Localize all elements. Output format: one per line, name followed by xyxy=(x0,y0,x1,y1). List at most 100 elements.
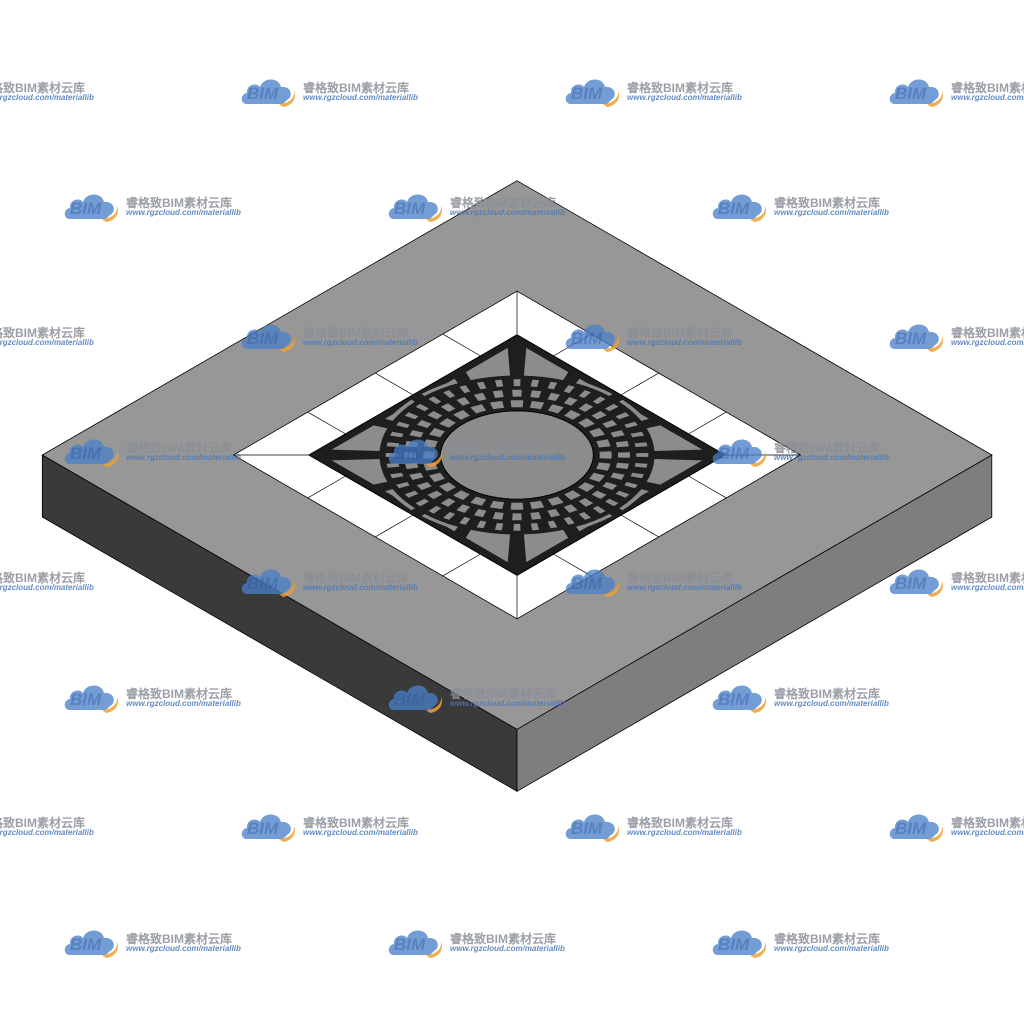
grate-slot xyxy=(453,410,470,420)
grate-corner-slot xyxy=(385,489,415,511)
grate-slot xyxy=(547,392,561,401)
grate-slot xyxy=(510,400,524,408)
grate-slot xyxy=(530,523,540,531)
grate-slot xyxy=(578,498,594,507)
grate-slot xyxy=(470,404,487,414)
tree-opening xyxy=(440,410,594,500)
grate-slot xyxy=(470,496,487,506)
grate-slot xyxy=(492,390,504,398)
grate-slot xyxy=(578,418,595,428)
grate-slot xyxy=(599,451,612,459)
grate-slot xyxy=(405,462,419,470)
grate-slot xyxy=(440,498,456,507)
grate-slot xyxy=(409,430,424,438)
grate-slot xyxy=(404,452,417,458)
grate-slot xyxy=(512,513,522,521)
grate-corner-slot xyxy=(576,378,613,396)
grate-slot xyxy=(416,482,432,490)
grate-slot xyxy=(589,428,605,438)
grate-slot xyxy=(624,482,638,489)
tile-joint xyxy=(620,514,659,538)
grate-slot xyxy=(605,403,619,412)
grate-slot xyxy=(547,404,564,414)
grate-slot xyxy=(385,453,398,457)
grate-slot xyxy=(615,412,630,420)
grate-slot xyxy=(456,504,471,513)
grate-slot xyxy=(404,412,419,420)
grate-slot xyxy=(390,472,404,479)
grate-slot xyxy=(422,451,435,459)
grate-slot xyxy=(473,392,487,401)
tile-joint xyxy=(688,411,727,435)
grate-slot xyxy=(615,440,629,448)
grate-corner-slot xyxy=(421,378,458,396)
grate-slot xyxy=(510,502,524,510)
grate-slot xyxy=(459,385,471,394)
grate-slot xyxy=(386,463,400,468)
grate-slot xyxy=(416,420,432,428)
grate-slot xyxy=(564,410,581,420)
grate-slot xyxy=(591,411,607,420)
grate-slot xyxy=(563,504,578,513)
grate-slot xyxy=(636,453,649,457)
tree-opening-ellipse xyxy=(440,410,594,500)
grate-slot xyxy=(615,462,629,470)
grate-corner-slot xyxy=(331,459,388,485)
grate-slot xyxy=(602,482,618,490)
grate-corner-slot xyxy=(385,399,415,421)
grate-slot xyxy=(415,498,429,507)
grate-slot xyxy=(602,420,618,428)
grate-slot xyxy=(547,381,558,390)
grate-slot xyxy=(591,490,607,499)
grate-corner-slot xyxy=(523,347,569,381)
tile-joint xyxy=(375,514,414,538)
grate-slot xyxy=(529,401,545,410)
grate-slot xyxy=(529,500,545,509)
tile-joint xyxy=(442,553,481,577)
grate-slot xyxy=(443,390,456,398)
grate-slot xyxy=(592,396,606,405)
grate-corner-slot xyxy=(646,459,703,485)
grate-corner-slot xyxy=(465,347,511,381)
grate-corner-slot xyxy=(523,529,569,563)
grate-slot xyxy=(547,520,558,529)
grate-slot xyxy=(596,439,611,448)
grate-slot xyxy=(578,482,595,492)
grate-slot xyxy=(615,490,630,498)
grate-corner-slot xyxy=(619,399,649,421)
grate-slot xyxy=(492,512,504,520)
grate-slot xyxy=(476,381,487,390)
tile-joint xyxy=(620,372,659,396)
grate-slot xyxy=(634,442,648,447)
grate-slot xyxy=(494,379,504,387)
grate-slot xyxy=(610,472,625,480)
grate-slot xyxy=(440,403,456,412)
grate-slot xyxy=(578,403,594,412)
grate-slot xyxy=(427,411,443,420)
tile-joint xyxy=(442,333,481,357)
tile-joint xyxy=(307,411,346,435)
grate-slot xyxy=(409,472,424,480)
tile-joint xyxy=(307,475,346,499)
grate-slot xyxy=(630,472,644,479)
grate-slot xyxy=(513,379,521,387)
grate-slot xyxy=(578,512,591,520)
grate-corner-slot xyxy=(331,425,388,451)
grate-slot xyxy=(564,490,581,500)
grate-slot xyxy=(429,472,445,482)
grate-slot xyxy=(476,520,487,529)
grate-slot xyxy=(404,490,419,498)
grate-slot xyxy=(589,472,605,482)
grate-slot xyxy=(489,500,505,509)
grate-slot xyxy=(634,463,648,468)
grate-slot xyxy=(439,418,456,428)
grate-slot xyxy=(473,509,487,518)
grate-slot xyxy=(596,462,611,471)
tile-joint xyxy=(688,475,727,499)
grate-corner-slot xyxy=(421,514,458,532)
grate-corner-slot xyxy=(465,529,511,563)
grate-slot xyxy=(489,401,505,410)
grate-slot xyxy=(396,482,410,489)
grate-slot xyxy=(563,397,578,406)
